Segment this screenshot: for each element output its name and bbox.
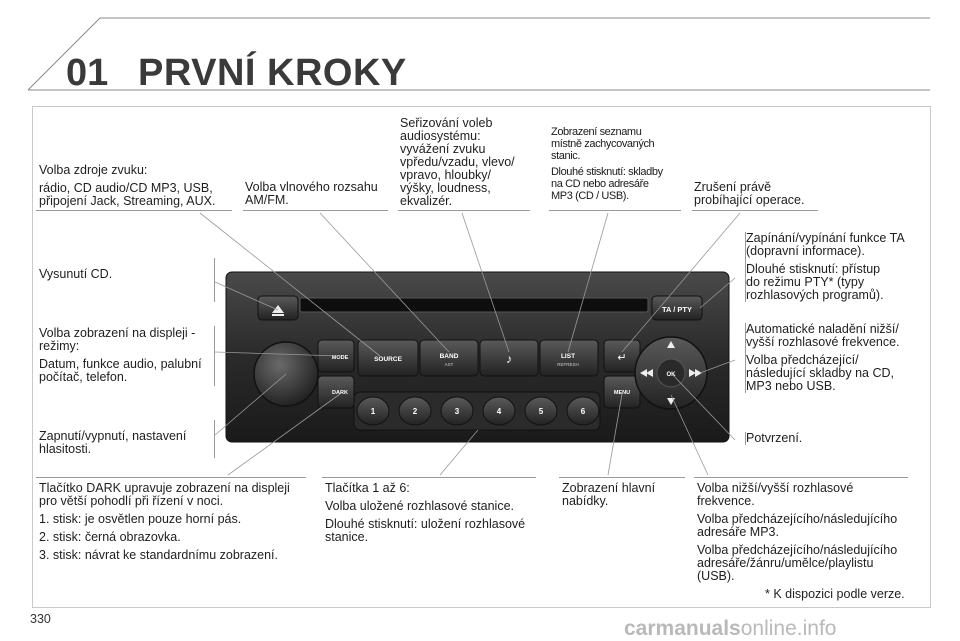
label-ta-pty: Zapínání/vypínání funkce TA (dopravní in… [745, 232, 926, 302]
label-preset-buttons: Tlačítka 1 až 6: Volba uložené rozhlasov… [325, 481, 526, 544]
label-cancel-operation: Zrušení právě probíhající operace. [694, 180, 805, 207]
band-sublabel: AST [445, 362, 454, 367]
preset-label-6: 6 [581, 407, 586, 416]
label-band-select: Volba vlnového rozsahu AM/FM. [245, 180, 378, 207]
source-label: SOURCE [374, 356, 402, 363]
preset-button-6[interactable] [566, 396, 600, 426]
dark-label: DARK [332, 390, 348, 396]
label-power-volume: Zapnutí/vypnutí, nastavení hlasitosti. [39, 429, 187, 456]
up-arrow-icon [667, 341, 675, 348]
preset-strip [353, 391, 601, 431]
label-confirm: Potvrzení. [745, 432, 926, 445]
preset-button-1[interactable] [356, 396, 390, 426]
label-dark-button: Tlačítko DARK upravuje zobrazení na disp… [39, 481, 290, 562]
preset-label-3: 3 [455, 407, 460, 416]
page-title: PRVNÍ KROKY [138, 52, 407, 94]
band-button[interactable] [419, 339, 479, 377]
left-arrow-icon [640, 369, 647, 377]
preset-button-5[interactable] [524, 396, 558, 426]
header-decoration [27, 17, 930, 91]
list-button[interactable] [539, 339, 599, 377]
preset-button-2[interactable] [398, 396, 432, 426]
cd-slot [299, 297, 649, 313]
eject-icon [272, 305, 284, 313]
preset-label-1: 1 [371, 407, 376, 416]
music-note-icon: ♪ [506, 352, 512, 366]
band-label: BAND [440, 353, 459, 360]
preset-label-4: 4 [497, 407, 502, 416]
leader-lines [199, 212, 741, 476]
preset-button-3[interactable] [440, 396, 474, 426]
menu-label: MENU [614, 390, 630, 396]
label-main-menu: Zobrazení hlavní nabídky. [562, 481, 656, 508]
chapter-number: 01 [66, 52, 109, 94]
label-freq-select: Volba nižší/vyšší rozhlasové frekvence. … [697, 481, 898, 583]
label-display-mode: Volba zobrazení na displeji - režimy: Da… [39, 326, 202, 384]
list-label: LIST [561, 353, 575, 360]
dark-button[interactable] [317, 375, 355, 409]
source-button[interactable] [357, 339, 419, 377]
preset-label-2: 2 [413, 407, 418, 416]
ok-label: OK [667, 372, 677, 378]
mode-label: MODE [332, 355, 349, 361]
content-frame [32, 106, 931, 608]
watermark: carmanualsonline.info [624, 617, 836, 641]
label-auto-tune: Automatické naladění nižší/ vyšší rozhla… [745, 323, 926, 393]
audio-settings-button[interactable] [479, 339, 539, 377]
right-arrow-icon [695, 369, 702, 377]
label-audio-settings: Seřizování voleb audiosystému: vyvážení … [400, 116, 515, 208]
label-list-display: Zobrazení seznamu místně zachycovaných s… [551, 126, 663, 202]
page-number: 330 [30, 612, 51, 626]
watermark-suffix: online.info [740, 617, 837, 640]
watermark-brand: carmanuals [624, 617, 741, 640]
list-sublabel: REFRESH [557, 362, 579, 367]
back-arrow-icon: ↵ [617, 352, 626, 364]
label-eject: Vysunutí CD. [39, 267, 113, 281]
preset-button-4[interactable] [482, 396, 516, 426]
label-source-select: Volba zdroje zvuku: rádio, CD audio/CD M… [39, 163, 216, 208]
ta-pty-label: TA / PTY [662, 305, 692, 314]
preset-label-5: 5 [539, 407, 544, 416]
footnote: * K dispozici podle verze. [765, 587, 905, 601]
